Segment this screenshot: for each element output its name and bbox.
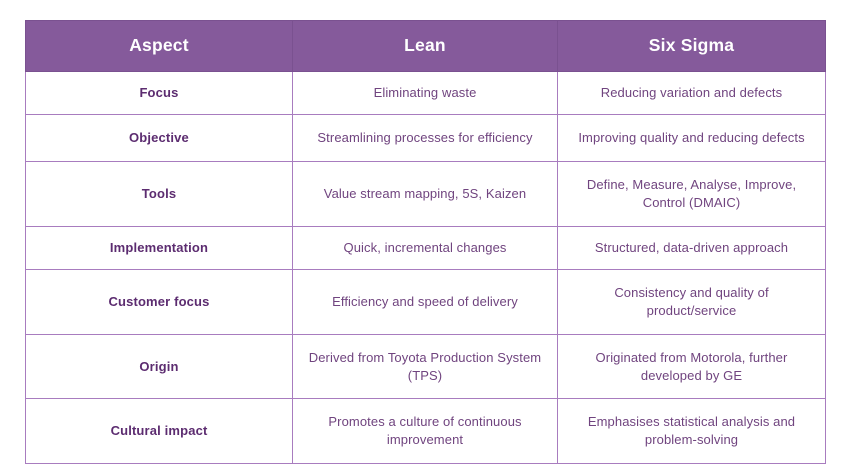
cell-six-sigma: Reducing variation and defects bbox=[557, 71, 826, 115]
cell-lean: Value stream mapping, 5S, Kaizen bbox=[292, 160, 558, 227]
cell-aspect: Focus bbox=[25, 71, 293, 115]
cell-lean: Promotes a culture of continuous improve… bbox=[292, 398, 558, 464]
table-row: Origin Derived from Toyota Production Sy… bbox=[25, 333, 826, 400]
cell-aspect: Objective bbox=[25, 113, 293, 162]
table-row: Objective Streamlining processes for eff… bbox=[25, 113, 826, 162]
cell-aspect: Customer focus bbox=[25, 268, 293, 335]
table-row: Implementation Quick, incremental change… bbox=[25, 225, 826, 270]
page-root: Aspect Lean Six Sigma Focus Eliminating … bbox=[25, 20, 826, 464]
cell-lean: Derived from Toyota Production System (T… bbox=[292, 333, 558, 400]
cell-lean: Quick, incremental changes bbox=[292, 225, 558, 270]
cell-aspect: Origin bbox=[25, 333, 293, 400]
table-row: Customer focus Efficiency and speed of d… bbox=[25, 268, 826, 335]
column-header-lean: Lean bbox=[292, 20, 558, 72]
table-body: Focus Eliminating waste Reducing variati… bbox=[25, 71, 826, 464]
cell-six-sigma: Originated from Motorola, further develo… bbox=[557, 333, 826, 400]
cell-six-sigma: Emphasises statistical analysis and prob… bbox=[557, 398, 826, 464]
header-row: Aspect Lean Six Sigma bbox=[25, 20, 826, 72]
table-row: Focus Eliminating waste Reducing variati… bbox=[25, 71, 826, 115]
table-header: Aspect Lean Six Sigma bbox=[25, 20, 826, 72]
cell-aspect: Tools bbox=[25, 160, 293, 227]
cell-six-sigma: Define, Measure, Analyse, Improve, Contr… bbox=[557, 160, 826, 227]
cell-lean: Eliminating waste bbox=[292, 71, 558, 115]
cell-aspect: Implementation bbox=[25, 225, 293, 270]
cell-lean: Streamlining processes for efficiency bbox=[292, 113, 558, 162]
cell-six-sigma: Structured, data-driven approach bbox=[557, 225, 826, 270]
table-row: Tools Value stream mapping, 5S, Kaizen D… bbox=[25, 160, 826, 227]
column-header-six-sigma: Six Sigma bbox=[557, 20, 826, 72]
cell-six-sigma: Consistency and quality of product/servi… bbox=[557, 268, 826, 335]
column-header-aspect: Aspect bbox=[25, 20, 293, 72]
table-row: Cultural impact Promotes a culture of co… bbox=[25, 398, 826, 464]
cell-aspect: Cultural impact bbox=[25, 398, 293, 464]
cell-six-sigma: Improving quality and reducing defects bbox=[557, 113, 826, 162]
cell-lean: Efficiency and speed of delivery bbox=[292, 268, 558, 335]
comparison-table-container: Aspect Lean Six Sigma Focus Eliminating … bbox=[25, 20, 826, 464]
lean-six-sigma-comparison-table: Aspect Lean Six Sigma Focus Eliminating … bbox=[25, 20, 826, 464]
